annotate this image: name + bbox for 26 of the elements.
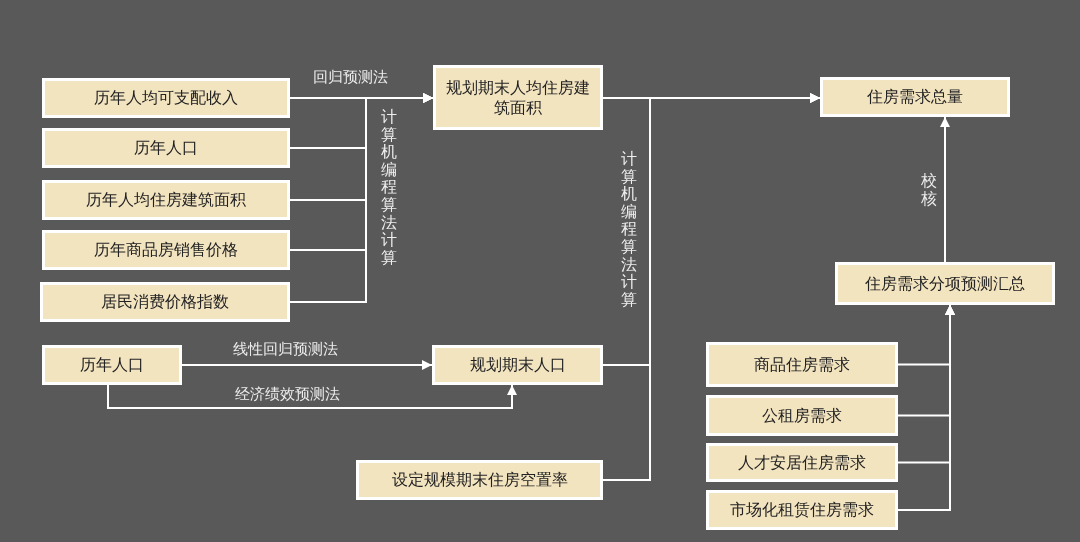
- arrow: [289, 93, 434, 303]
- arrow: [107, 384, 517, 409]
- process-box: 设定规模期末住房空置率: [356, 460, 603, 500]
- process-box: 市场化租赁住房需求: [706, 490, 898, 530]
- method-note: 计算机编程算法计算: [621, 150, 637, 309]
- process-box: 历年人口: [42, 345, 182, 385]
- arrow: [897, 304, 955, 511]
- process-box: 住房需求总量: [820, 77, 1010, 117]
- process-box: 人才安居住房需求: [706, 443, 898, 482]
- arrow: [181, 360, 433, 370]
- edge-label: 校核: [921, 172, 937, 208]
- arrow: [602, 93, 821, 481]
- process-box: 居民消费价格指数: [40, 282, 290, 322]
- process-box: 历年人均住房建筑面积: [42, 180, 290, 220]
- edge-label: 经济绩效预测法: [232, 385, 343, 404]
- process-box: 历年人均可支配收入: [42, 78, 290, 118]
- process-box: 历年商品房销售价格: [42, 230, 290, 270]
- method-note: 计算机编程算法计算: [381, 108, 397, 267]
- process-box: 历年人口: [42, 128, 290, 168]
- process-box: 公租房需求: [706, 395, 898, 436]
- process-box: 规划期末人口: [432, 345, 603, 385]
- edge-label: 线性回归预测法: [230, 340, 341, 359]
- process-box: 商品住房需求: [706, 342, 898, 387]
- process-box: 规划期末人均住房建筑面积: [433, 65, 603, 130]
- process-box: 住房需求分项预测汇总: [835, 262, 1055, 305]
- arrow: [940, 116, 950, 263]
